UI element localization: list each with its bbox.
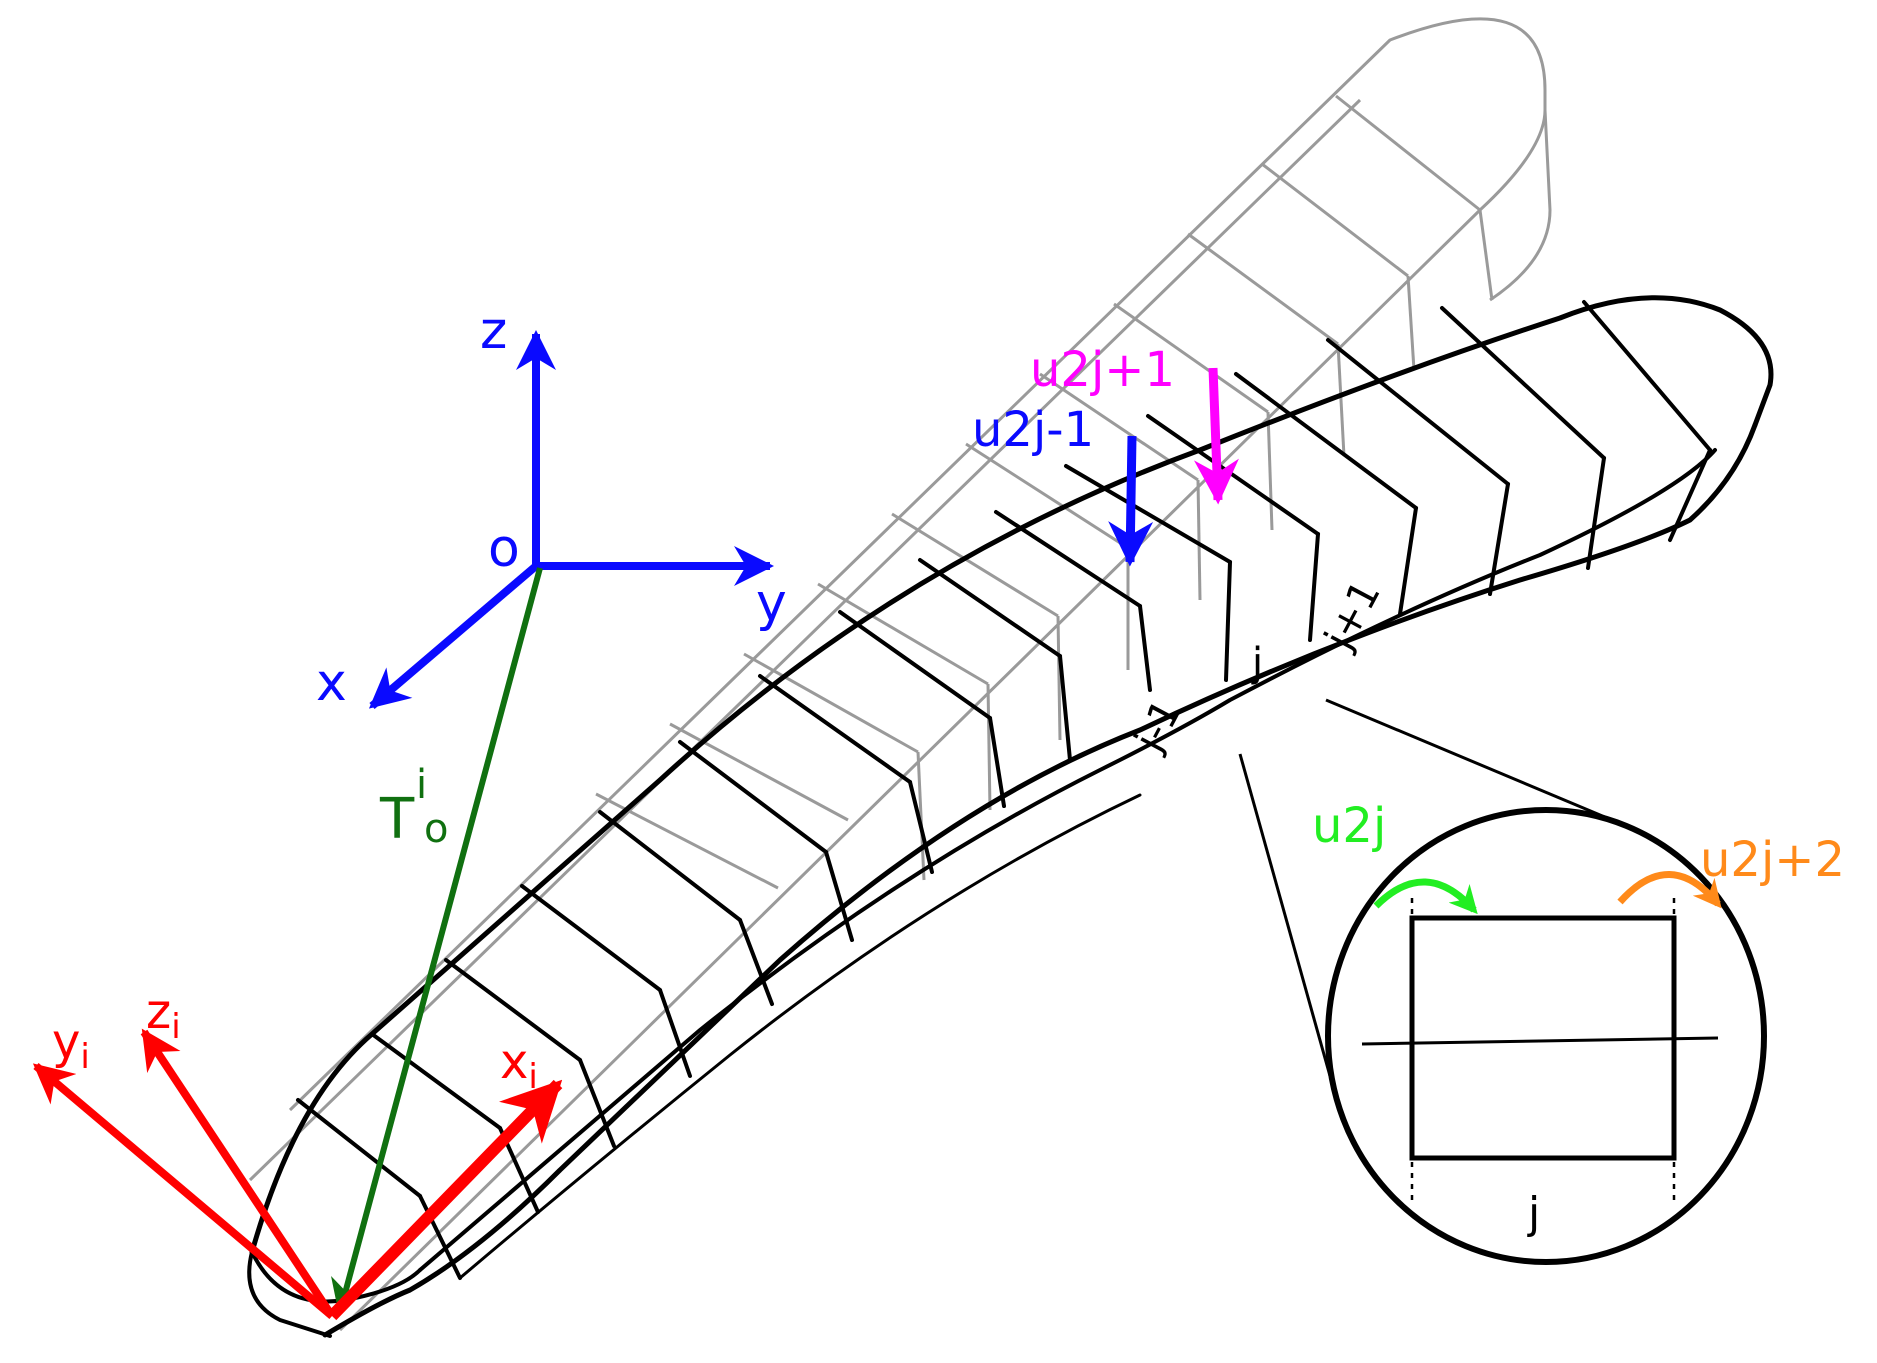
- transform-arrow: [331, 567, 543, 1316]
- segment-label-next: j+1: [1316, 573, 1390, 657]
- u-next-label: u2j+1: [1030, 342, 1175, 398]
- local-y-axis: [32, 1062, 335, 1320]
- global-z-label: z: [480, 301, 507, 361]
- local-z-axis: [140, 1028, 336, 1319]
- zoom-leader-bottom: [1238, 753, 1332, 1077]
- transform-label-sup: i: [416, 762, 427, 808]
- zoom-circle: [1325, 807, 1767, 1265]
- global-x-label: x: [316, 653, 347, 713]
- local-y-label: yi: [52, 1014, 90, 1077]
- undeformed-beam-outline: [248, 17, 1552, 1332]
- local-x-axis: [327, 1079, 563, 1321]
- deformed-beam-segments: [296, 300, 1712, 1198]
- u-even-label: u2j: [1312, 798, 1386, 854]
- load-arrows: u2j-1 u2j+1: [972, 342, 1239, 567]
- segment-labels: j-1 j j+1: [1126, 573, 1390, 759]
- u-even-arrow: [1373, 878, 1478, 915]
- zoom-leader-top: [1325, 698, 1613, 822]
- global-origin-label: o: [488, 519, 520, 579]
- local-z-label: zi: [146, 984, 181, 1047]
- local-frame: yi zi xi: [32, 984, 563, 1321]
- global-y-label: y: [756, 573, 787, 633]
- zoom-inset: j u2j u2j+2: [1238, 698, 1845, 1265]
- deformed-beam-side-edges: [418, 448, 1712, 1280]
- zoom-segment-label: j: [1527, 1188, 1540, 1239]
- u-prev-label: u2j-1: [972, 402, 1094, 458]
- global-frame: z y x o: [316, 301, 787, 713]
- segment-label-prev: j-1: [1126, 692, 1191, 760]
- local-x-label: xi: [500, 1034, 538, 1097]
- u-even-next-label: u2j+2: [1700, 832, 1845, 888]
- transform-label-base: T: [379, 787, 415, 852]
- segment-label-cur: j: [1251, 640, 1263, 686]
- transform-vector: T i o: [331, 567, 543, 1316]
- zoom-neutral-axis: [1361, 1036, 1719, 1046]
- u-next-arrow: [1193, 367, 1239, 505]
- transform-label-sub: o: [424, 806, 448, 852]
- u-even-next-arrow: [1617, 871, 1722, 909]
- u-prev-arrow: [1108, 435, 1154, 567]
- global-x-axis: [368, 562, 539, 710]
